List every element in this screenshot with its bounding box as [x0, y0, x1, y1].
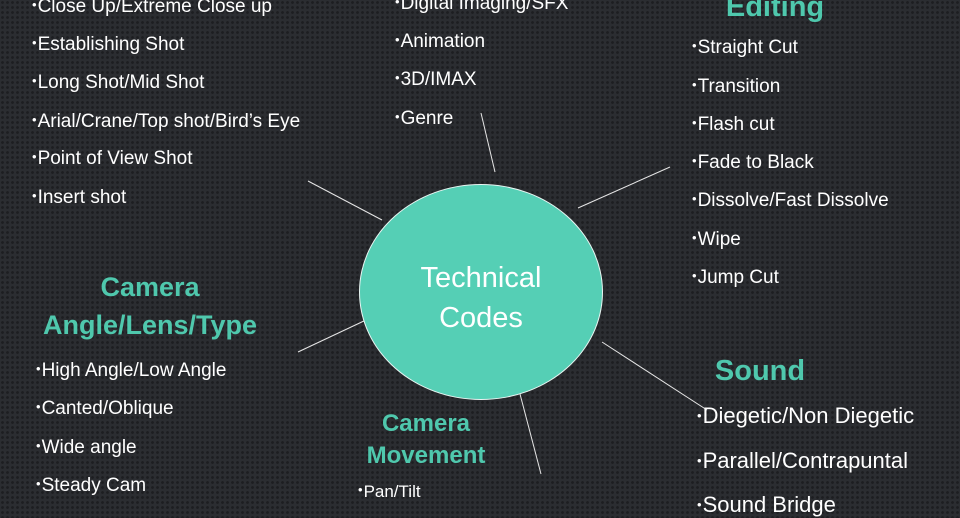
camera-movement-heading: Camera Movement [346, 408, 506, 472]
list-item: Parallel/Contrapuntal [697, 448, 908, 474]
list-item: High Angle/Low Angle [36, 360, 227, 382]
connector-editing [577, 166, 671, 209]
list-item: Jump Cut [692, 267, 779, 289]
list-item: Transition [692, 76, 781, 98]
list-item: Fade to Black [692, 152, 814, 174]
list-item: Pan/Tilt [358, 482, 421, 502]
list-item: Flash cut [692, 114, 775, 136]
connector-sound [601, 341, 708, 411]
list-item: Animation [395, 31, 486, 53]
list-item: Steady Cam [36, 475, 147, 497]
editing-heading: Editing [725, 0, 825, 23]
list-item: Insert shot [32, 187, 127, 209]
camera-angle-heading: Camera Angle/Lens/Type [10, 268, 290, 344]
list-item: Dissolve/Fast Dissolve [692, 190, 889, 212]
heading-line: Camera [381, 410, 471, 437]
list-item: Wipe [692, 229, 741, 251]
list-item: Canted/Oblique [36, 398, 174, 420]
heading-line: Camera [100, 272, 200, 302]
connector-camera-angle [297, 319, 367, 353]
connector-lines [297, 112, 708, 475]
list-item: Genre [395, 108, 454, 130]
list-item: Establishing Shot [32, 34, 185, 56]
list-item: 3D/IMAX [395, 69, 477, 91]
list-item: Arial/Crane/Top shot/Bird’s Eye [32, 111, 301, 133]
list-item: Close Up/Extreme Close up [32, 0, 272, 18]
list-item: Straight Cut [692, 37, 798, 59]
list-item: Point of View Shot [32, 148, 193, 170]
center-title: Technical Codes [359, 258, 603, 338]
list-item: Diegetic/Non Diegetic [697, 403, 915, 429]
center-circle [359, 184, 603, 400]
list-item: Long Shot/Mid Shot [32, 72, 205, 94]
center-title-line: Codes [439, 302, 523, 334]
heading-line: Movement [366, 442, 486, 469]
list-item: Sound Bridge [697, 492, 836, 518]
connector-shots [307, 180, 383, 221]
center-title-line: Technical [420, 262, 542, 294]
connector-effects [480, 112, 496, 173]
heading-line: Angle/Lens/Type [42, 310, 258, 340]
list-item: Wide angle [36, 437, 137, 459]
connector-camera-movement [519, 393, 542, 475]
sound-heading: Sound [714, 355, 806, 387]
list-item: Digital Imaging/SFX [395, 0, 569, 15]
